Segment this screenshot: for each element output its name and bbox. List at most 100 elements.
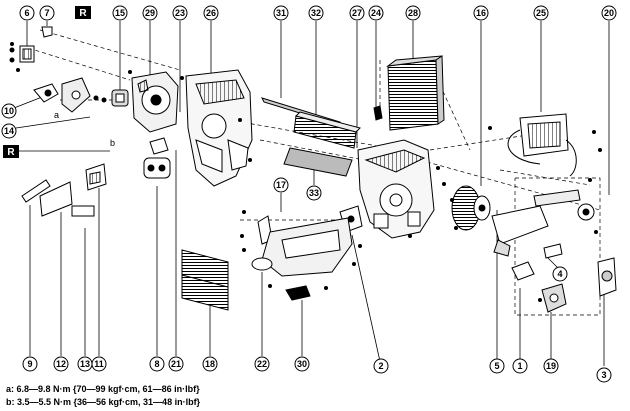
callout-label-32: 32 — [311, 8, 321, 18]
part-26-heater-case — [185, 69, 253, 187]
part-10-lever — [33, 83, 59, 103]
callout-circle-16 — [473, 5, 489, 21]
part-15-motor — [111, 89, 129, 107]
callout-label-15: 15 — [115, 8, 125, 18]
part-32-heater-core — [293, 111, 361, 149]
callout-label-12: 12 — [56, 359, 66, 369]
point-a-label: a — [54, 110, 59, 120]
part-13-seal — [71, 205, 95, 217]
parts — [9, 26, 617, 313]
callout-label-19: 19 — [546, 361, 556, 371]
callout-label-29: 29 — [145, 8, 155, 18]
callout-circle-9 — [22, 356, 38, 372]
screws — [10, 42, 602, 302]
callout-circle-30 — [294, 356, 310, 372]
callout-label-20: 20 — [604, 8, 614, 18]
callout-label-27: 27 — [352, 8, 362, 18]
part-18-air-filter — [181, 249, 229, 311]
callout-label-10: 10 — [4, 106, 14, 116]
callout-label-8: 8 — [154, 359, 159, 369]
part-actuator — [61, 77, 107, 113]
part-7-clip — [41, 26, 53, 38]
part-33-seal — [283, 147, 353, 177]
callout-label-3: 3 — [601, 370, 606, 380]
callout-circle-7 — [39, 5, 55, 21]
callout-circle-19 — [543, 358, 559, 374]
callout-circle-6 — [19, 5, 35, 21]
part-22-lower-case — [251, 217, 353, 277]
callout-label-17: 17 — [276, 180, 286, 190]
callout-circle-22 — [254, 356, 270, 372]
callout-circle-28 — [405, 5, 421, 21]
callout-circle-12 — [53, 356, 69, 372]
callout-label-25: 25 — [536, 8, 546, 18]
r-marker-top: R — [75, 6, 91, 19]
part-30-damper — [285, 285, 311, 301]
callout-circle-5 — [489, 358, 505, 374]
callout-label-13: 13 — [80, 359, 90, 369]
part-25-amplifier — [507, 113, 577, 177]
callout-label-33: 33 — [309, 188, 319, 198]
callout-circle-3 — [596, 367, 612, 383]
callout-label-9: 9 — [27, 359, 32, 369]
callout-circle-25 — [533, 5, 549, 21]
callout-circle-31 — [273, 5, 289, 21]
callout-label-1: 1 — [517, 361, 522, 371]
callout-circle-13 — [77, 356, 93, 372]
svg-text:R: R — [79, 8, 87, 19]
svg-text:R: R — [7, 147, 15, 158]
part-19-motor-plate — [541, 283, 567, 313]
callout-label-5: 5 — [494, 361, 499, 371]
part-5-blower-housing — [491, 205, 549, 257]
part-3-servo-motor — [597, 257, 617, 297]
callout-label-7: 7 — [44, 8, 49, 18]
callout-label-2: 2 — [378, 361, 383, 371]
callout-circle-1 — [512, 358, 528, 374]
callout-label-31: 31 — [276, 8, 286, 18]
part-12-gasket — [39, 181, 73, 217]
part-1-clip — [511, 261, 535, 281]
callout-circle-8 — [149, 356, 165, 372]
callout-circle-15 — [112, 5, 128, 21]
part-8-grommet — [143, 157, 171, 179]
part-9-gasket — [21, 179, 51, 203]
part-11-bracket — [85, 163, 107, 191]
part-16-blower-fan — [451, 185, 491, 231]
callout-circle-4 — [552, 266, 568, 282]
callout-label-23: 23 — [175, 8, 185, 18]
callout-label-22: 22 — [257, 359, 267, 369]
r-marker-left: R — [3, 145, 110, 158]
callout-label-26: 26 — [206, 8, 216, 18]
part-4-bracket — [543, 243, 563, 259]
callout-label-4: 4 — [557, 269, 562, 279]
callout-circle-10 — [1, 103, 17, 119]
callout-circle-32 — [308, 5, 324, 21]
part-6-bracket — [9, 45, 35, 63]
callout-circle-24 — [368, 5, 384, 21]
callout-label-24: 24 — [371, 8, 381, 18]
point-b-label: b — [110, 138, 115, 148]
callout-circle-26 — [203, 5, 219, 21]
callout-circle-14 — [1, 123, 17, 139]
part-24-bolt — [373, 105, 383, 121]
callout-circle-21 — [168, 356, 184, 372]
callout-circle-20 — [601, 5, 617, 21]
callout-label-18: 18 — [205, 359, 215, 369]
callout-circle-27 — [349, 5, 365, 21]
callout-circle-17 — [273, 177, 289, 193]
torque-note-a: a: 6.8—9.8 N·m {70—99 kgf·cm, 61—86 in·l… — [6, 384, 200, 394]
part-20-lever-assembly — [533, 189, 595, 221]
torque-note-b: b: 3.5—5.5 N·m {36—56 kgf·cm, 31—48 in·l… — [6, 397, 201, 407]
callout-label-21: 21 — [171, 359, 181, 369]
callout-label-11: 11 — [94, 359, 104, 369]
callout-label-16: 16 — [476, 8, 486, 18]
callout-circle-29 — [142, 5, 158, 21]
callout-label-6: 6 — [24, 8, 29, 18]
part-29-mode-actuator-housing — [131, 71, 179, 133]
callout-circle-23 — [172, 5, 188, 21]
callout-circle-18 — [202, 356, 218, 372]
leader-lines — [13, 21, 610, 367]
